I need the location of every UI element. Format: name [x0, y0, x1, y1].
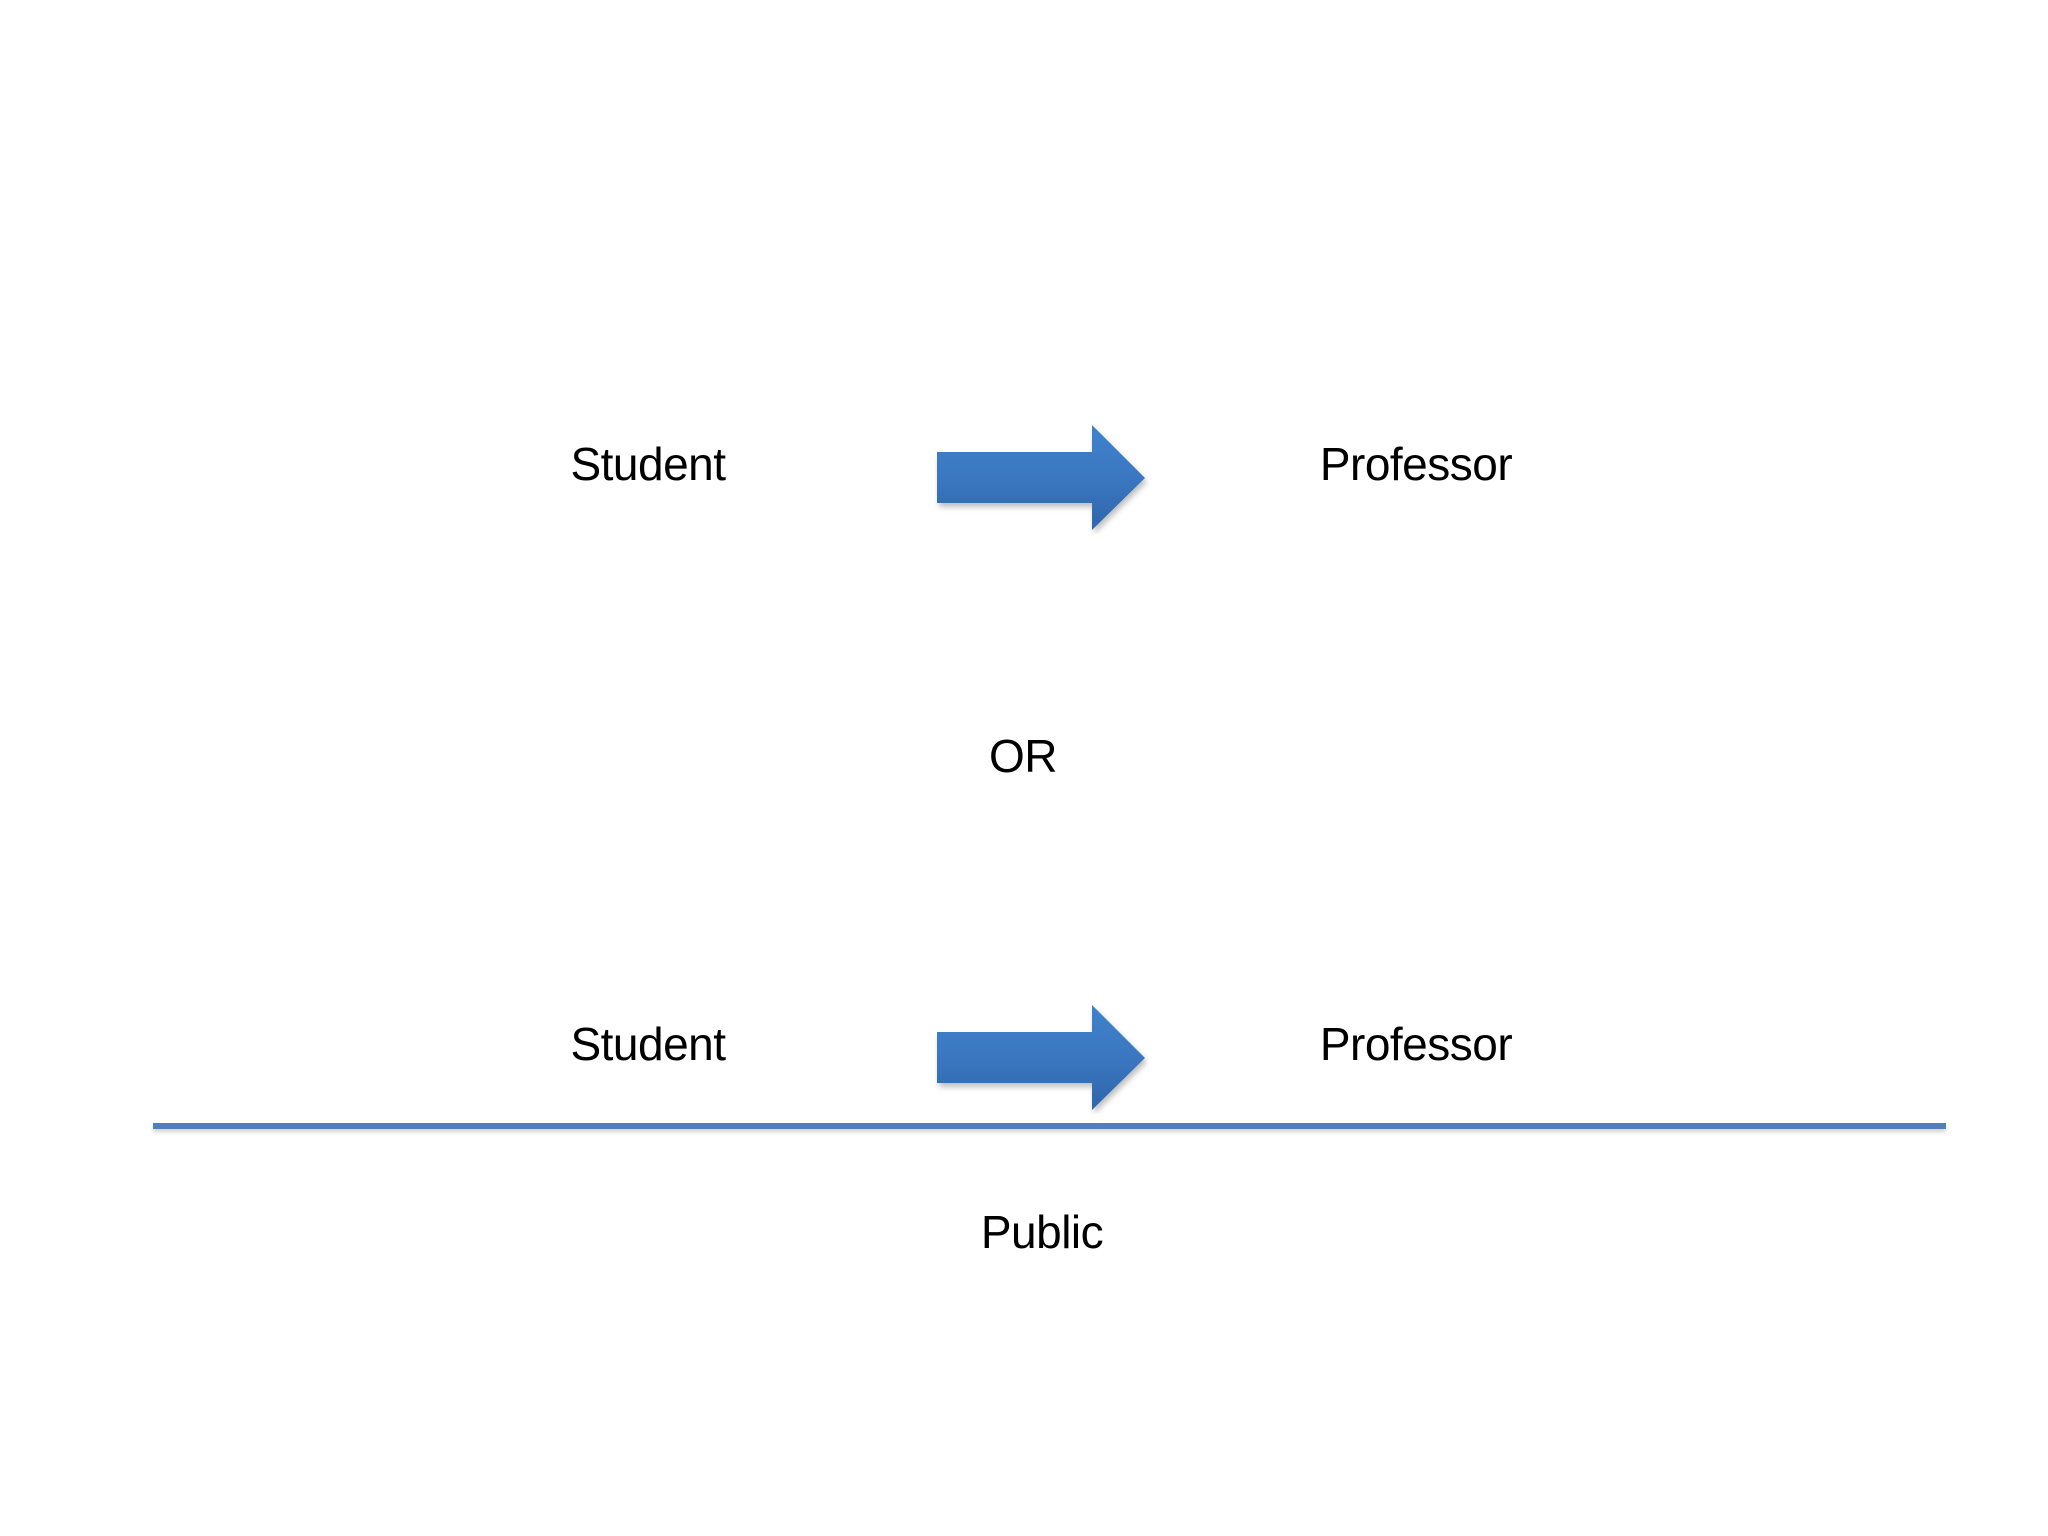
or-label: OR	[989, 730, 1058, 782]
public-label: Public	[980, 1206, 1104, 1258]
row1-professor-label: Professor	[1319, 438, 1513, 490]
right-arrow-icon	[937, 1005, 1145, 1110]
row1-student-label: Student	[570, 438, 726, 490]
right-arrow-icon	[937, 425, 1145, 530]
divider-line	[153, 1123, 1946, 1129]
row2-student-label: Student	[570, 1018, 726, 1070]
row2-professor-label: Professor	[1319, 1018, 1513, 1070]
